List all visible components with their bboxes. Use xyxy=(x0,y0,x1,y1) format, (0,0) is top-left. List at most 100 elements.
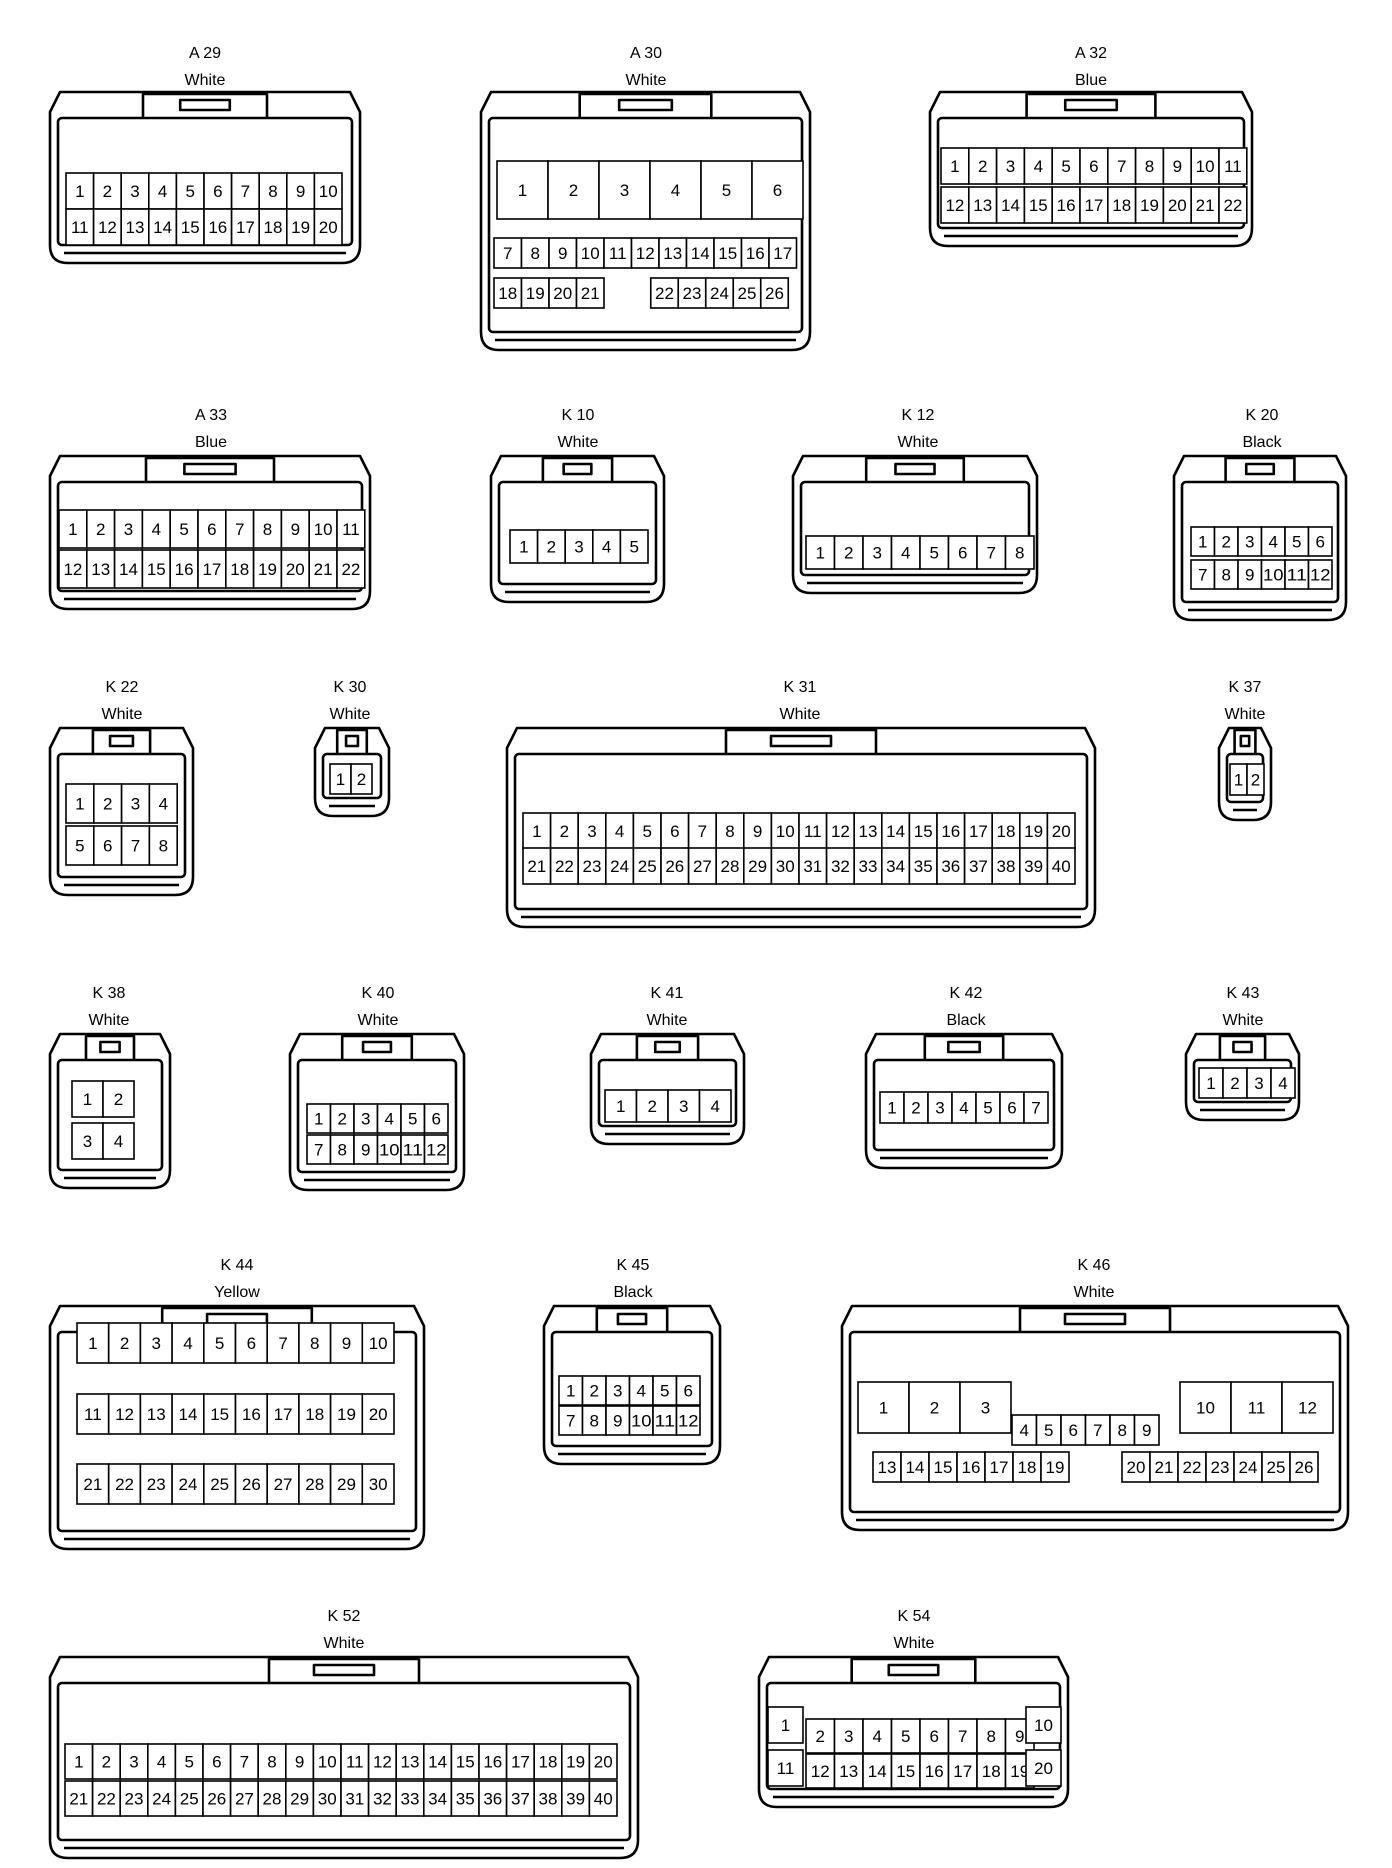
pin-cell xyxy=(1025,1706,1062,1744)
pin-number: 3 xyxy=(129,1753,138,1772)
pin-cell xyxy=(505,1780,536,1817)
pin-number: 10 xyxy=(1034,1716,1053,1735)
pin-number: 4 xyxy=(959,1099,968,1118)
pin-number: 9 xyxy=(1245,566,1254,585)
pin-number: 12 xyxy=(831,822,850,841)
pin-number: 19 xyxy=(1010,1762,1029,1781)
pin-cell xyxy=(139,1322,173,1364)
pin-number: 12 xyxy=(636,244,655,263)
pin-cell xyxy=(588,1743,618,1780)
pin-number: 9 xyxy=(291,520,300,539)
pin-cell xyxy=(1109,1414,1136,1446)
connector-id-label: K 38 xyxy=(93,985,126,1002)
pin-cell xyxy=(951,1091,977,1124)
pin-number: 16 xyxy=(925,1762,944,1781)
pin-number: 2 xyxy=(357,770,366,789)
pin-number: 18 xyxy=(305,1405,324,1424)
pin-cell xyxy=(549,847,579,885)
pin-number: 4 xyxy=(602,538,611,557)
pin-number: 20 xyxy=(553,284,572,303)
pin-cell xyxy=(225,509,255,549)
pin-cell xyxy=(230,172,261,210)
pin-number: 21 xyxy=(1155,1458,1174,1477)
pin-number: 17 xyxy=(990,1458,1009,1477)
pin-cell xyxy=(141,549,171,589)
pin-number: 9 xyxy=(1015,1727,1024,1746)
pin-number: 6 xyxy=(103,837,112,856)
pin-number: 16 xyxy=(242,1405,261,1424)
pin-number: 2 xyxy=(569,181,578,200)
pin-number: 23 xyxy=(147,1475,166,1494)
connector-housing xyxy=(791,454,1039,595)
pin-number: 10 xyxy=(1196,1399,1215,1418)
pin-number: 19 xyxy=(258,560,277,579)
pin-number: 15 xyxy=(210,1405,229,1424)
pin-number: 37 xyxy=(511,1790,530,1809)
connector-color-label: Black xyxy=(1242,434,1282,451)
pin-cell xyxy=(890,1753,921,1789)
pin-cell xyxy=(1107,147,1137,185)
pin-number: 7 xyxy=(241,182,250,201)
pin-number: 3 xyxy=(844,1727,853,1746)
pin-number: 2 xyxy=(96,520,105,539)
pin-number: 14 xyxy=(886,822,905,841)
pin-cell xyxy=(768,237,798,269)
pin-number: 20 xyxy=(1052,822,1071,841)
pin-cell xyxy=(1190,147,1220,185)
pin-number: 25 xyxy=(180,1790,199,1809)
pin-cell xyxy=(919,1718,950,1754)
pin-number: 3 xyxy=(361,1110,370,1129)
pin-cell xyxy=(862,1753,893,1789)
pin-cell xyxy=(258,208,288,246)
connector-housing xyxy=(489,454,666,604)
pin-cell xyxy=(767,1749,804,1787)
pin-number: 1 xyxy=(74,1753,83,1772)
pin-number: 18 xyxy=(498,284,517,303)
pin-cell xyxy=(604,1089,638,1123)
pin-number: 16 xyxy=(208,218,227,237)
pin-cell xyxy=(936,812,966,850)
pin-cell xyxy=(174,1743,204,1780)
pin-cell xyxy=(258,172,288,210)
pin-number: 31 xyxy=(803,857,822,876)
pin-cell xyxy=(450,1780,480,1817)
pin-cell xyxy=(86,509,116,549)
pin-number: 15 xyxy=(181,218,200,237)
pin-number: 1 xyxy=(314,1110,323,1129)
pin-cell xyxy=(350,763,373,795)
pin-number: 6 xyxy=(958,544,967,563)
pin-number: 4 xyxy=(901,544,910,563)
pin-number: 20 xyxy=(1034,1759,1053,1778)
pin-number: 4 xyxy=(1269,533,1278,552)
pin-number: 22 xyxy=(341,560,360,579)
pin-number: 17 xyxy=(511,1753,530,1772)
pin-number: 7 xyxy=(566,1412,575,1431)
pin-cell xyxy=(1018,847,1049,885)
pin-number: 5 xyxy=(1061,157,1070,176)
pin-number: 8 xyxy=(1222,566,1231,585)
pin-cell xyxy=(171,1463,205,1505)
pin-number: 13 xyxy=(839,1762,858,1781)
pin-number: 7 xyxy=(278,1334,287,1353)
pin-number: 13 xyxy=(401,1753,420,1772)
pin-number: 3 xyxy=(1006,157,1015,176)
pin-number: 12 xyxy=(98,218,117,237)
pin-number: 16 xyxy=(746,244,765,263)
pin-number: 16 xyxy=(941,822,960,841)
pin-cell xyxy=(148,172,178,210)
pin-number: 4 xyxy=(671,181,680,200)
pin-cell xyxy=(770,812,800,850)
pin-number: 3 xyxy=(935,1099,944,1118)
pin-number: 13 xyxy=(663,244,682,263)
pin-number: 5 xyxy=(629,538,638,557)
pin-number: 11 xyxy=(1287,566,1308,585)
pin-number: 4 xyxy=(157,1753,166,1772)
pin-number: 19 xyxy=(566,1753,585,1772)
pin-cell xyxy=(423,1134,449,1165)
pin-number: 4 xyxy=(1278,1074,1287,1093)
pin-cell xyxy=(65,172,95,210)
pin-number: 15 xyxy=(896,1762,915,1781)
pin-number: 21 xyxy=(83,1475,102,1494)
connector-housing xyxy=(840,1304,1350,1532)
pin-cell xyxy=(890,1718,921,1754)
